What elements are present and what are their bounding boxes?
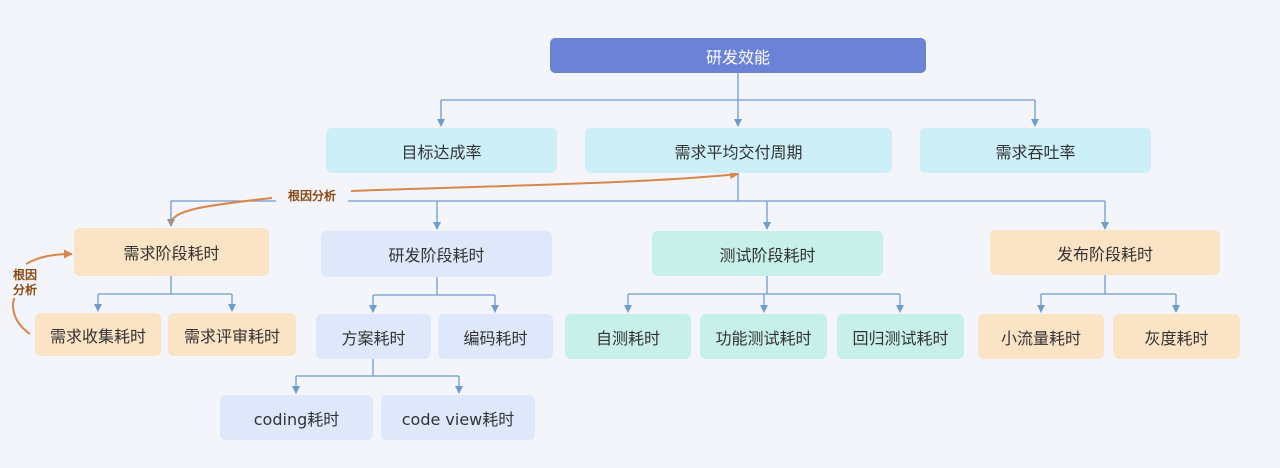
node-coding-label: coding耗时 <box>253 409 340 429</box>
node-release-stage: 发布阶段耗时 <box>990 230 1220 275</box>
node-coding: coding耗时 <box>220 395 373 440</box>
node-test-stage: 测试阶段耗时 <box>652 231 883 276</box>
node-throughput: 需求吞吐率 <box>920 128 1151 173</box>
node-goal-rate-label: 目标达成率 <box>401 142 482 162</box>
root-cause-label-top: 根因分析 <box>276 189 348 204</box>
root-cause-arrow-top <box>350 170 739 192</box>
node-small-traffic-label: 小流量耗时 <box>1000 328 1081 348</box>
node-code-view: code view耗时 <box>381 395 535 440</box>
node-req-stage-label: 需求阶段耗时 <box>123 244 220 263</box>
root-cause-label-side-line1: 根因 <box>12 268 37 282</box>
node-plan-label: 方案耗时 <box>341 328 406 348</box>
node-throughput-label: 需求吞吐率 <box>995 142 1076 162</box>
node-func-test: 功能测试耗时 <box>700 314 827 359</box>
node-root: 研发效能 <box>550 38 926 73</box>
node-req-stage: 需求阶段耗时 <box>74 228 269 276</box>
node-avg-delivery-cycle: 需求平均交付周期 <box>585 128 892 173</box>
node-gray-label: 灰度耗时 <box>1144 328 1209 348</box>
node-regression-test: 回归测试耗时 <box>837 314 964 359</box>
node-regression-test-label: 回归测试耗时 <box>852 328 949 348</box>
node-coding-time: 编码耗时 <box>438 314 553 359</box>
node-test-stage-label: 测试阶段耗时 <box>719 245 816 265</box>
node-release-stage-label: 发布阶段耗时 <box>1056 244 1153 264</box>
node-coding-time-label: 编码耗时 <box>463 328 528 348</box>
node-root-label: 研发效能 <box>705 47 770 67</box>
root-cause-label-side-line2: 分析 <box>12 283 37 297</box>
node-dev-stage-label: 研发阶段耗时 <box>388 246 485 265</box>
node-req-review: 需求评审耗时 <box>168 313 296 356</box>
node-self-test-label: 自测耗时 <box>595 328 660 348</box>
root-cause-arrow-left <box>169 197 273 225</box>
node-req-review-label: 需求评审耗时 <box>183 326 280 346</box>
node-func-test-label: 功能测试耗时 <box>715 328 812 348</box>
node-req-collect: 需求收集耗时 <box>35 313 161 356</box>
node-goal-rate: 目标达成率 <box>326 128 557 173</box>
node-avg-delivery-cycle-label: 需求平均交付周期 <box>674 142 803 162</box>
node-dev-stage: 研发阶段耗时 <box>321 231 552 277</box>
node-plan: 方案耗时 <box>316 314 431 359</box>
node-self-test: 自测耗时 <box>565 314 691 359</box>
node-code-view-label: code view耗时 <box>401 409 515 429</box>
node-req-collect-label: 需求收集耗时 <box>49 326 146 346</box>
node-gray: 灰度耗时 <box>1113 314 1240 359</box>
node-small-traffic: 小流量耗时 <box>978 314 1104 359</box>
root-cause-label-side: 根因 分析 <box>6 268 44 298</box>
